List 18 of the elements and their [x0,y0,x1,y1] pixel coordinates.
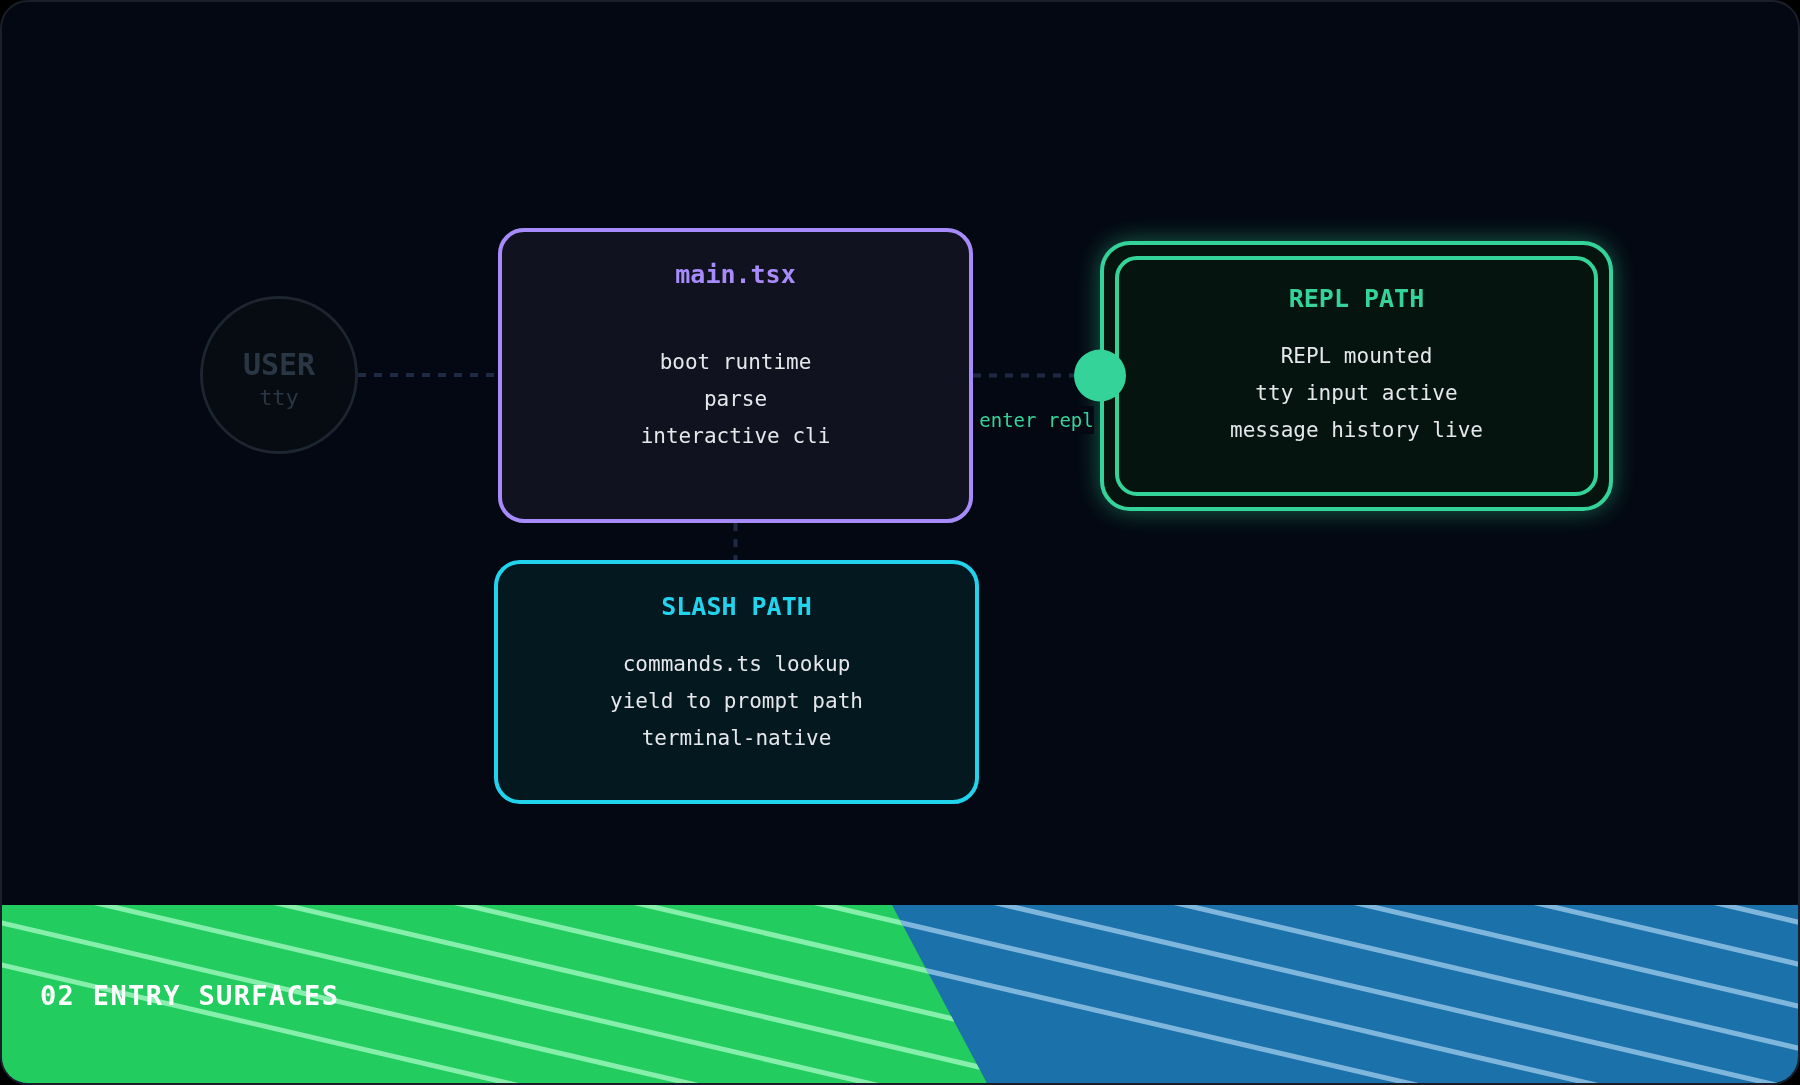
node-text: yield to prompt path [610,687,863,715]
node-text: REPL mounted [1280,342,1433,370]
connector-line [733,523,738,560]
process-box [1100,241,1613,511]
node-text: boot runtime [659,348,812,376]
node-text: interactive cli [640,422,831,450]
node-text: parse [703,385,768,413]
node-text: commands.ts lookup [622,650,851,678]
node-title: main.tsx [675,259,796,291]
connector-line [973,349,1126,402]
node-title: REPL PATH [1288,283,1425,315]
node-text: tty input active [1255,379,1458,407]
node-text: terminal-native [641,724,832,752]
page-title: 02 ENTRY SURFACES [40,979,340,1013]
process-box [494,560,979,804]
node-text: message history live [1230,416,1483,444]
node-title: SLASH PATH [661,591,812,623]
process-box [498,228,973,523]
